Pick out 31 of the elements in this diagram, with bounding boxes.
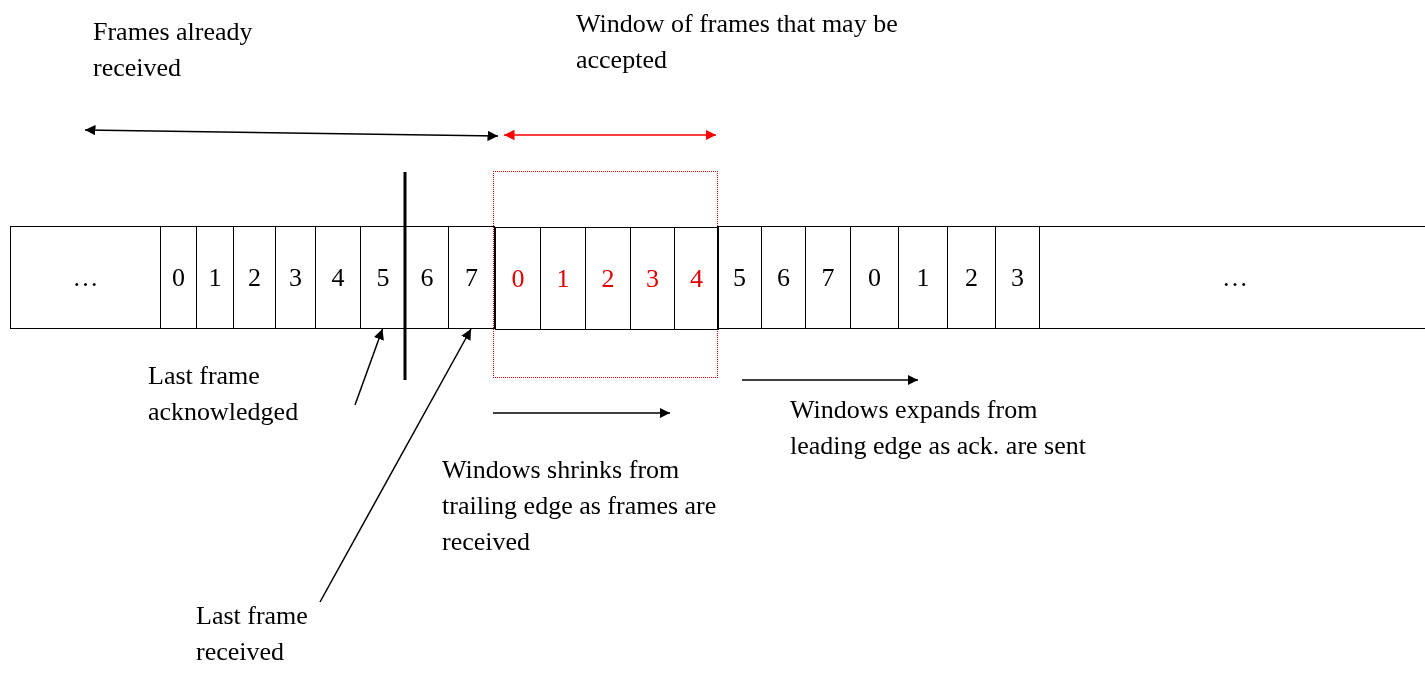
frame-cell: … xyxy=(1039,226,1425,329)
frame-cell: 3 xyxy=(995,226,1040,329)
frame-cell: 2 xyxy=(947,226,996,329)
annotation-text: Windows shrinks from trailing edge as frames are received xyxy=(442,454,718,558)
frame-cell: 0 xyxy=(495,227,541,330)
frame-cell: 5 xyxy=(360,226,406,329)
callout-text: Last frame acknowledged xyxy=(148,358,363,430)
frame-cell: 6 xyxy=(405,226,449,329)
frame-cell: 3 xyxy=(275,226,316,329)
annotation-text: Frames already received xyxy=(93,16,254,84)
leader-line xyxy=(319,328,472,603)
frame-cell: 3 xyxy=(630,227,675,330)
frame-cell: 7 xyxy=(448,226,495,329)
frame-cell: … xyxy=(10,226,161,329)
frame-cell: 6 xyxy=(761,226,806,329)
leader-line xyxy=(354,328,384,406)
annotation-text: Window of frames that may be accepted xyxy=(576,8,899,76)
frame-cell: 1 xyxy=(540,227,586,330)
annotation-text: Windows expands from leading edge as ack. are sent xyxy=(790,394,1087,462)
frame-cell: 4 xyxy=(315,226,361,329)
frame-cell: 5 xyxy=(717,226,762,329)
frame-cell: 0 xyxy=(160,226,197,329)
window-outline xyxy=(493,171,718,378)
frame-cell: 2 xyxy=(233,226,276,329)
frame-cell: 1 xyxy=(196,226,234,329)
frame-cell: 1 xyxy=(898,226,948,329)
frame-cell: 0 xyxy=(850,226,899,329)
callout-text: Last frame received xyxy=(196,598,376,670)
frame-cell: 2 xyxy=(585,227,631,330)
frame-cell: 7 xyxy=(805,226,851,329)
frame-cell: 4 xyxy=(674,227,719,330)
